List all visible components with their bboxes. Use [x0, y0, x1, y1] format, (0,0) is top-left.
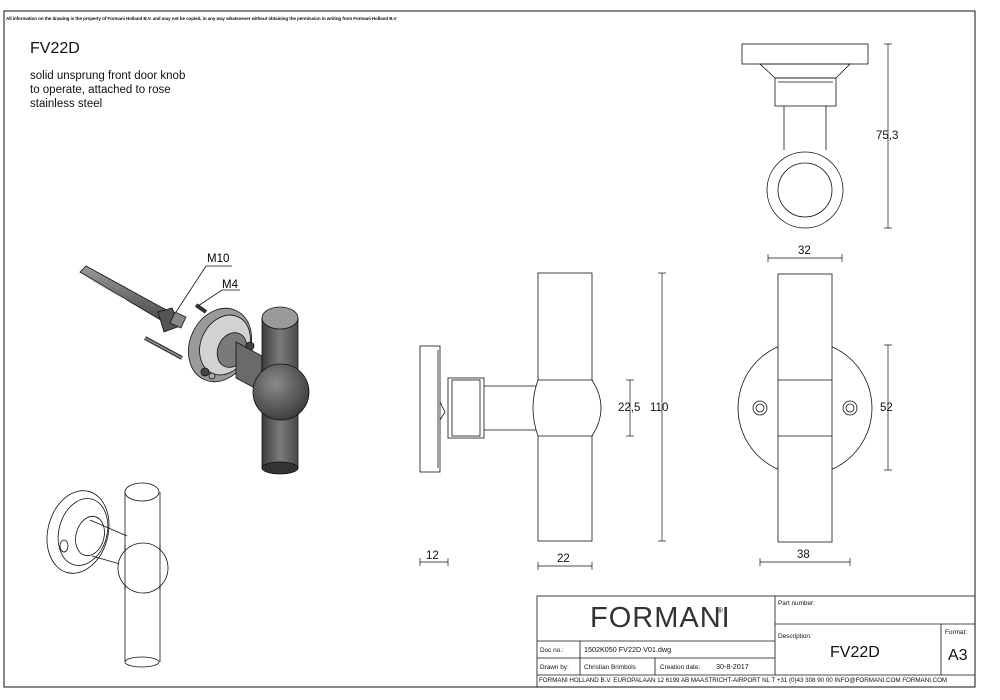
dim-total-length: 110	[650, 402, 668, 414]
doc-no-label: Doc no.:	[540, 647, 564, 654]
description-line-1: solid unsprung front door knob	[30, 70, 186, 82]
creation-date-label: Creation date:	[660, 664, 700, 671]
drawn-by-value: Christian Brimbols	[584, 664, 636, 671]
dim-rose-thickness: 12	[426, 550, 439, 562]
dim-rose-height: 52	[880, 402, 893, 414]
drawing-border	[3, 10, 976, 688]
brand-logo: FORMANI	[590, 602, 731, 634]
description-label: Description:	[778, 633, 812, 640]
brand-registered-mark: ®	[717, 606, 723, 615]
dim-ball-height: 22,5	[618, 402, 640, 414]
dimension-lines	[419, 43, 892, 570]
doc-no-value: 1502K050 FV22D V01.dwg	[584, 645, 671, 654]
dim-rose-diameter: 38	[797, 549, 810, 561]
format-value: A3	[948, 647, 968, 664]
product-code: FV22D	[30, 40, 80, 57]
description-line-3: stainless steel	[30, 98, 103, 110]
dim-collar-diameter: 22	[557, 553, 570, 565]
drawn-by-label: Drawn by:	[540, 664, 569, 671]
company-footer: FORMANI HOLLAND B.V. EUROPALAAN 12 6199 …	[539, 677, 948, 684]
title-block-frame	[536, 595, 976, 688]
creation-date-value: 30-8-2017	[716, 662, 749, 671]
format-label: Format:	[945, 629, 967, 636]
top-view	[741, 43, 869, 229]
callout-m4: M4	[222, 279, 239, 291]
dim-top-width: 32	[798, 245, 811, 257]
description-value: FV22D	[830, 644, 880, 661]
side-view	[419, 272, 602, 542]
isometric-exploded-view	[79, 265, 310, 475]
description-line-2: to operate, attached to rose	[30, 84, 171, 96]
part-number-label: Part number:	[778, 600, 815, 607]
dim-top-height: 75,3	[876, 130, 898, 142]
isometric-line-view	[46, 482, 169, 668]
callout-m10: M10	[207, 253, 229, 265]
front-view	[737, 273, 873, 543]
copyright-notice: All information on the drawing is the pr…	[6, 16, 397, 21]
